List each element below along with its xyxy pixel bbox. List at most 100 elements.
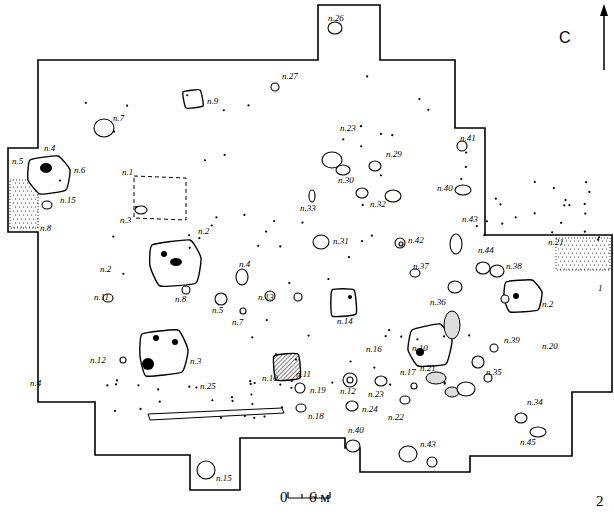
pit-number: п.15 (216, 474, 232, 483)
pit-outline (476, 262, 490, 274)
pit-number: п.12 (90, 356, 106, 365)
pit-outline (411, 383, 417, 389)
post-hole (198, 237, 200, 239)
pit-outline (450, 234, 462, 254)
dark-fill (153, 335, 159, 341)
pit-outline (197, 461, 215, 479)
post-hole (349, 360, 351, 362)
pit-number: п.35 (486, 368, 502, 377)
post-hole (553, 187, 555, 189)
pit-number: п.31 (333, 237, 349, 246)
pit-number: п.18 (308, 412, 324, 421)
post-hole (85, 102, 87, 104)
pit-outline (448, 281, 462, 293)
pit-number: п.4 (30, 379, 41, 388)
pit-number: п.10 (262, 374, 278, 383)
post-hole (427, 109, 429, 111)
pit-number: п.21 (420, 364, 436, 373)
post-hole (495, 198, 497, 200)
pit-outline (42, 201, 52, 209)
pit-outline (94, 119, 114, 137)
dark-fill (172, 339, 178, 345)
dark-fill (142, 358, 154, 370)
post-hole (188, 234, 190, 236)
post-hole (223, 109, 225, 111)
pit-outline (472, 356, 484, 368)
pit-number: п.9 (207, 97, 218, 106)
post-hole (220, 417, 222, 419)
post-hole (371, 235, 373, 237)
pit-outline (347, 377, 353, 383)
post-hole (515, 216, 517, 218)
dwelling-outline (331, 289, 357, 317)
dwelling-outline (183, 90, 203, 109)
pit-number: п.4 (239, 260, 250, 269)
post-hole (380, 133, 382, 135)
post-hole (263, 416, 265, 418)
pit-outline (296, 404, 306, 412)
dark-fill (348, 295, 352, 299)
post-hole (327, 278, 329, 280)
post-hole (115, 383, 117, 385)
post-hole (486, 220, 488, 222)
post-hole (279, 245, 281, 247)
post-hole (584, 212, 586, 214)
post-hole (400, 336, 402, 338)
pit-number: п.36 (430, 298, 446, 307)
post-hole (250, 393, 252, 395)
pit-number: п.8 (175, 295, 186, 304)
post-hole (251, 336, 253, 338)
pit-outline (369, 161, 381, 171)
post-hole (253, 417, 255, 419)
pit-outline (455, 185, 471, 195)
dashed-outline (134, 176, 186, 220)
post-hole (188, 386, 190, 388)
post-hole (380, 174, 382, 176)
pit-number: п.11 (94, 293, 109, 302)
pit-number: п.16 (366, 345, 382, 354)
pit-outline (215, 293, 227, 305)
post-hole (597, 239, 599, 241)
pit-outline (457, 382, 475, 396)
post-hole (126, 105, 128, 107)
post-hole (342, 138, 344, 140)
pit-number: п.5 (12, 157, 23, 166)
pit-number: п.4 (44, 144, 55, 153)
pit-number: п.21 (548, 238, 564, 247)
post-hole (122, 273, 124, 275)
post-hole (204, 159, 206, 161)
post-hole (281, 406, 283, 408)
post-hole (231, 396, 233, 398)
post-hole (231, 400, 233, 402)
feature-number: 1 (598, 284, 603, 293)
pit-outline (490, 344, 498, 352)
post-hole (476, 225, 478, 227)
post-hole (465, 152, 467, 154)
post-hole (137, 384, 139, 386)
post-hole (211, 399, 213, 401)
post-hole (244, 415, 246, 417)
pit-outline (343, 373, 357, 387)
post-hole (251, 403, 253, 405)
post-hole (360, 125, 362, 127)
post-hole (534, 181, 536, 183)
north-arrowhead (600, 4, 608, 16)
post-hole (106, 384, 108, 386)
post-hole (389, 383, 391, 385)
excavation-boundary (8, 5, 612, 490)
post-hole (560, 222, 562, 224)
pit-number: п.7 (113, 114, 124, 123)
pit-outline (530, 427, 546, 437)
post-hole (288, 282, 290, 284)
post-hole (189, 247, 191, 249)
pit-number: п.3 (190, 357, 201, 366)
north-arrow (603, 8, 605, 70)
dwelling-outline (140, 330, 188, 376)
pit-number: п.34 (527, 398, 543, 407)
pit-number: п.39 (504, 336, 520, 345)
post-hole (551, 231, 553, 233)
post-hole (273, 220, 275, 222)
pit-number: п.1 (122, 168, 133, 177)
pit-number: п.40 (348, 426, 364, 435)
